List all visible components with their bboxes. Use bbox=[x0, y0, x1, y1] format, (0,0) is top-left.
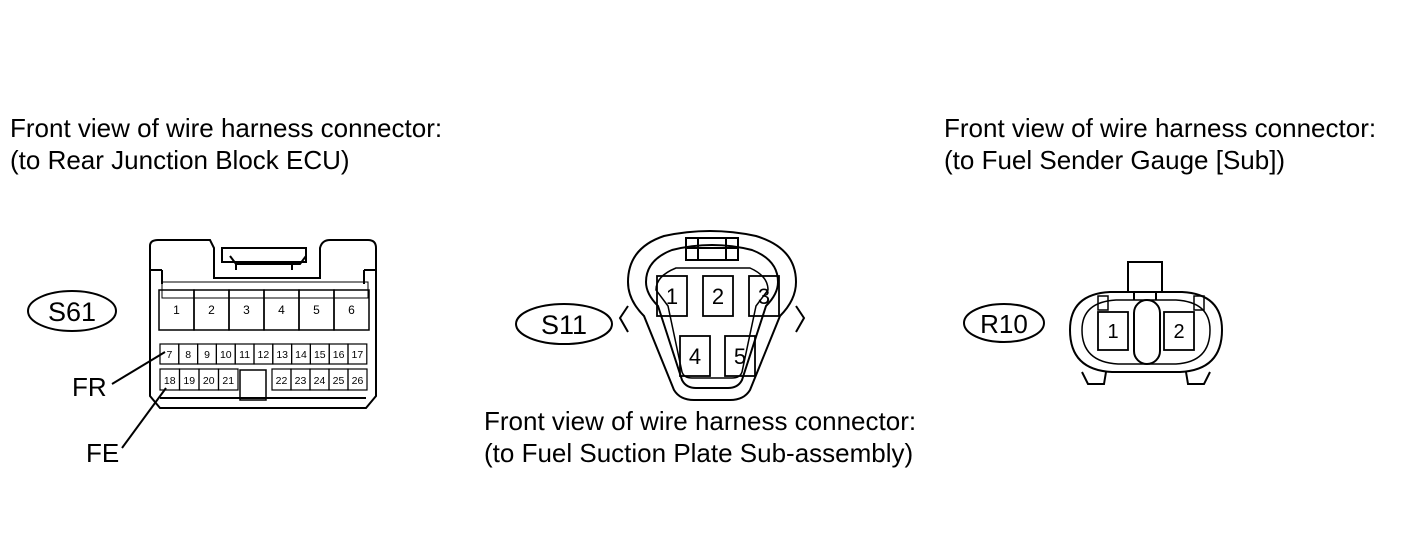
middle-connector-code: S11 bbox=[541, 310, 587, 340]
pin-label: 16 bbox=[333, 349, 345, 361]
pin-label: 4 bbox=[689, 344, 701, 369]
pin-label: 5 bbox=[734, 344, 746, 369]
pin-label: 21 bbox=[222, 375, 234, 387]
left-connector-title-line1: Front view of wire harness connector: bbox=[10, 113, 443, 143]
left-connector-code-oval bbox=[27, 290, 117, 332]
left-connector-code: S61 bbox=[48, 297, 96, 327]
pin-label: 3 bbox=[243, 303, 250, 317]
pin-label: 4 bbox=[278, 303, 285, 317]
middle-connector bbox=[618, 230, 806, 401]
left-connector bbox=[149, 239, 377, 409]
right-connector-code: R10 bbox=[980, 309, 1028, 339]
pin-label: 3 bbox=[758, 284, 770, 309]
pin-label: 2 bbox=[712, 284, 724, 309]
right-connector bbox=[1068, 261, 1224, 385]
pin-label: 1 bbox=[173, 303, 180, 317]
callout-fr-line bbox=[111, 351, 166, 385]
left-connector-row3 bbox=[159, 368, 368, 391]
pin-label: 7 bbox=[166, 349, 172, 361]
pin-label: 2 bbox=[208, 303, 215, 317]
pin-label: 1 bbox=[1107, 321, 1118, 343]
pin-label: 13 bbox=[276, 349, 288, 361]
pin-label: 26 bbox=[352, 375, 364, 387]
pin-label: 5 bbox=[313, 303, 320, 317]
pin-label: 6 bbox=[348, 303, 355, 317]
pin-label: 22 bbox=[276, 375, 288, 387]
pin-label: 24 bbox=[314, 375, 326, 387]
pin-label: 20 bbox=[203, 375, 215, 387]
pin-label: 18 bbox=[164, 375, 176, 387]
pin-label: 15 bbox=[314, 349, 326, 361]
middle-connector-code-oval bbox=[515, 303, 613, 345]
middle-connector-title-line2: (to Fuel Suction Plate Sub-assembly) bbox=[484, 438, 914, 468]
left-connector-row1 bbox=[158, 289, 370, 331]
pin-label: 8 bbox=[185, 349, 191, 361]
pin-label: 25 bbox=[333, 375, 345, 387]
right-connector-title-line1: Front view of wire harness connector: bbox=[944, 113, 1377, 143]
right-connector-title-line2: (to Fuel Sender Gauge [Sub]) bbox=[944, 145, 1286, 175]
right-connector-code-oval bbox=[963, 303, 1045, 343]
pin-label: 23 bbox=[295, 375, 307, 387]
left-connector-title-line2: (to Rear Junction Block ECU) bbox=[10, 145, 350, 175]
callout-fe-line bbox=[121, 387, 167, 449]
pin-label: 12 bbox=[258, 349, 270, 361]
callout-fr-label: FR bbox=[72, 372, 107, 402]
pin-label: 19 bbox=[183, 375, 195, 387]
callout-fe-label: FE bbox=[86, 438, 120, 468]
pin-label: 2 bbox=[1173, 321, 1184, 343]
middle-connector-title-line1: Front view of wire harness connector: bbox=[484, 406, 917, 436]
right-connector-pins bbox=[1097, 311, 1195, 351]
pin-label: 14 bbox=[295, 349, 307, 361]
pin-label: 11 bbox=[239, 349, 250, 361]
middle-connector-pins bbox=[656, 275, 780, 377]
pin-label: 1 bbox=[666, 284, 678, 309]
pin-label: 9 bbox=[204, 349, 210, 361]
pin-label: 10 bbox=[220, 349, 232, 361]
pin-label: 17 bbox=[352, 349, 364, 361]
